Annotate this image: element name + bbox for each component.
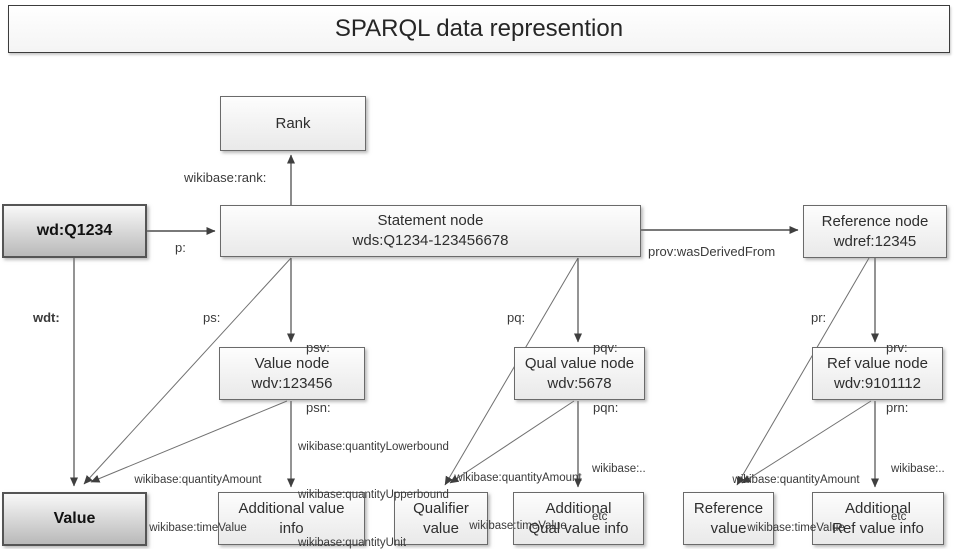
edge-label-wikibase-dots: wikibase:.. — [592, 463, 646, 475]
edge-label-pqn: pqn: — [593, 400, 619, 415]
edge-label-wikibase-etc-right: wikibase:.. etc — [891, 429, 945, 549]
node-additional-qual-value-info-line2: Qual value info — [528, 519, 629, 537]
node-additional-qual-value-info-line1: Additional — [545, 499, 612, 517]
diagram-title-box: SPARQL data represention — [8, 5, 950, 53]
diagram-title: SPARQL data represention — [334, 15, 624, 42]
node-additional-ref-value-info-line1: Additional — [845, 499, 911, 517]
node-value-node-id: wdv:123456 — [251, 374, 333, 392]
node-additional-value-info-line1: Additional value — [238, 499, 345, 517]
edge-label-prn: prn: — [886, 400, 909, 415]
edge-label-pq: pq: — [507, 310, 526, 325]
edge-label-time-value: wikibase:timeValue — [149, 522, 247, 534]
node-value: Value — [2, 492, 147, 546]
node-ref-value-node-label: Ref value node — [827, 354, 928, 372]
edge-label-quantity-amount: wikibase:quantityAmount — [454, 472, 582, 484]
node-qual-value-node: Qual value node wdv:5678 — [514, 347, 645, 400]
edge-label-time-value: wikibase:timeValue — [747, 522, 845, 534]
node-additional-ref-value-info-line2: Ref value info — [832, 519, 924, 537]
edge-label-quantity-lowerbound: wikibase:quantityLowerbound — [298, 441, 449, 453]
edge-label-quantity-unit: wikibase:quantityUnit — [298, 537, 407, 549]
edge-label-prv-prn: prv: prn: — [886, 298, 908, 458]
node-value-node: Value node wdv:123456 — [219, 347, 365, 400]
edge-label-pr: pr: — [811, 310, 827, 325]
node-reference-value-line2: value — [710, 519, 747, 537]
edge-label-prv: prv: — [886, 340, 908, 355]
edge-pq — [444, 257, 579, 486]
node-entity-label: wd:Q1234 — [36, 222, 113, 239]
edge-label-p: p: — [175, 240, 186, 255]
edge-label-wikibase-etc-mid: wikibase:.. etc — [592, 429, 646, 549]
edge-label-quantity-amount: wikibase:quantityAmount — [134, 474, 262, 486]
node-value-node-label: Value node — [254, 354, 330, 372]
node-ref-value-node: Ref value node wdv:9101112 — [812, 347, 943, 400]
edge-label-quantity-bounds: wikibase:quantityLowerbound wikibase:qua… — [298, 407, 449, 549]
edge-label-psn: psn: — [306, 400, 331, 415]
edge-ps — [83, 257, 292, 485]
edge-label-etc: etc — [891, 511, 907, 523]
edge-label-quantity-amount-left: wikibase:quantityAmount wikibase:timeVal… — [128, 440, 268, 549]
node-qual-value-node-id: wdv:5678 — [547, 374, 612, 392]
node-reference: Reference node wdref:12345 — [803, 205, 947, 258]
edge-label-quantity-amount-right: wikibase:quantityAmount wikibase:timeVal… — [726, 440, 866, 549]
node-statement: Statement node wds:Q1234-123456678 — [220, 205, 641, 257]
edge-label-wikibase-dots: wikibase:.. — [891, 463, 945, 475]
node-rank-label: Rank — [275, 114, 311, 132]
edge-label-quantity-amount: wikibase:quantityAmount — [732, 474, 860, 486]
node-ref-value-node-id: wdv:9101112 — [833, 374, 921, 392]
node-additional-qual-value-info: Additional Qual value info — [513, 492, 644, 545]
node-additional-value-info-line2: info — [279, 519, 304, 537]
node-qualifier-value-line2: value — [423, 519, 459, 537]
node-statement-id: wds:Q1234-123456678 — [352, 232, 509, 249]
node-additional-value-info: Additional value info — [218, 492, 365, 545]
edge-valuenode-to-value — [90, 400, 288, 483]
node-additional-ref-value-info: Additional Ref value info — [812, 492, 944, 545]
edge-label-pqv-pqn: pqv: pqn: — [593, 298, 618, 458]
edge-label-etc: etc — [592, 511, 608, 523]
edge-label-psv-psn: psv: psn: — [306, 298, 331, 458]
edge-label-ps: ps: — [203, 310, 221, 325]
node-qual-value-node-label: Qual value node — [524, 354, 635, 372]
node-value-label: Value — [53, 510, 96, 527]
node-rank: Rank — [220, 96, 366, 151]
node-reference-id: wdref:12345 — [833, 232, 917, 250]
node-entity: wd:Q1234 — [2, 204, 147, 258]
node-qualifier-value-line1: Qualifier — [413, 499, 469, 517]
edge-label-prov-wasderivedfrom: prov:wasDerivedFrom — [648, 244, 776, 259]
node-reference-label: Reference node — [821, 212, 929, 230]
node-reference-value: Reference value — [683, 492, 774, 545]
node-reference-value-line1: Reference — [693, 499, 764, 517]
edge-label-psv: psv: — [306, 340, 330, 355]
edge-label-quantity-amount-mid: wikibase:quantityAmount wikibase:timeVal… — [448, 438, 588, 549]
node-statement-label: Statement node — [377, 212, 484, 229]
edge-label-wdt: wdt: — [33, 310, 60, 325]
edge-label-wikibase-rank: wikibase:rank: — [184, 170, 267, 185]
node-qualifier-value: Qualifier value — [394, 492, 488, 545]
edge-label-quantity-upperbound: wikibase:quantityUpperbound — [298, 489, 449, 501]
edge-qualnode-to-qualvalue — [449, 400, 575, 484]
edge-label-pqv: pqv: — [593, 340, 618, 355]
edge-label-time-value: wikibase:timeValue — [469, 520, 567, 532]
edge-pr — [736, 257, 870, 486]
edge-refnode-to-refvalue — [741, 400, 872, 484]
